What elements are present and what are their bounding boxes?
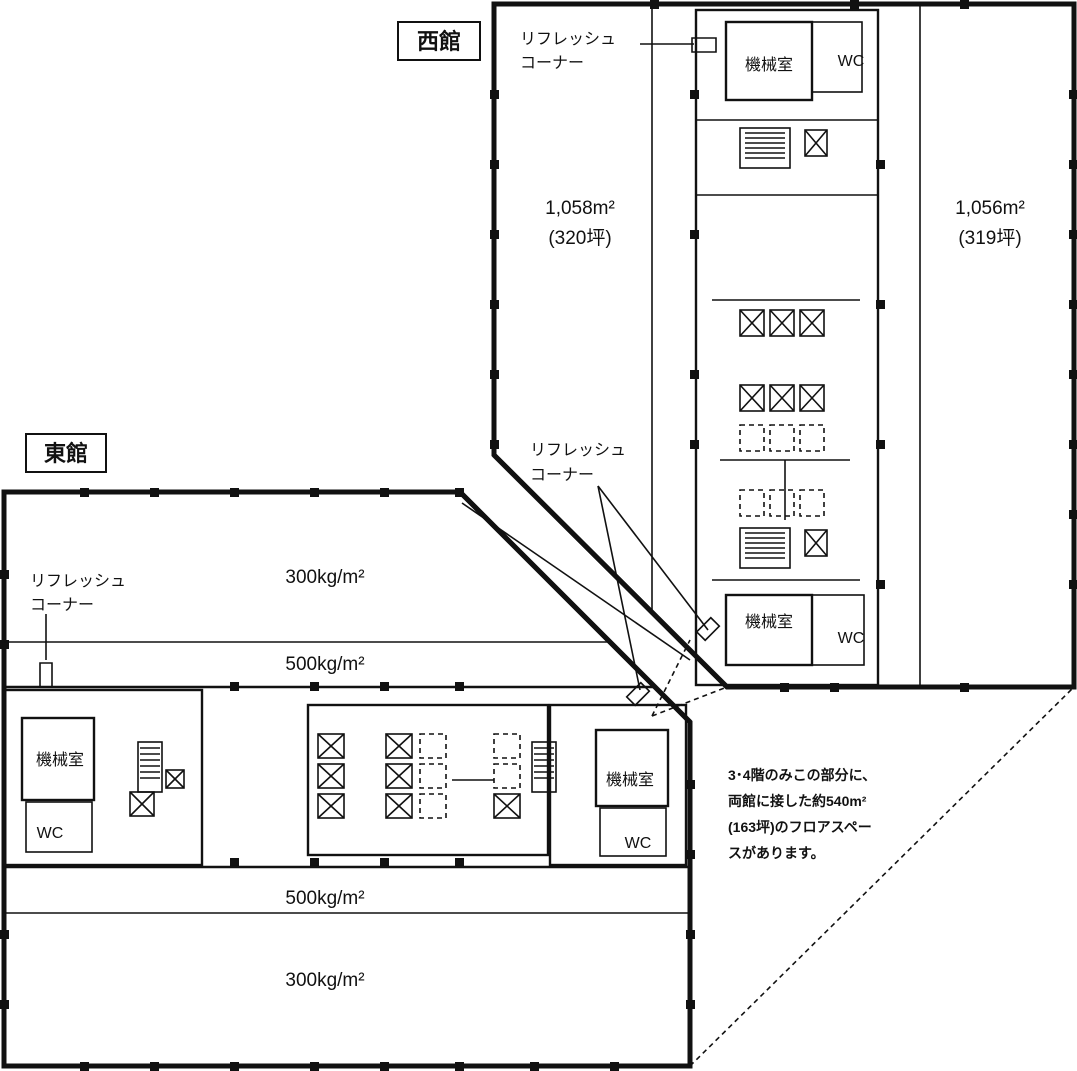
west-stairs-top — [739, 127, 791, 169]
west-machine-room-top-label: 機械室 — [745, 56, 793, 74]
east-stairs-left — [137, 741, 163, 793]
refresh-corner-middle-line2: コーナー — [530, 467, 594, 484]
west-right-area-tsubo: (319坪) — [958, 227, 1021, 249]
east-title-box — [25, 433, 107, 473]
west-right-area: 1,056m² — [955, 198, 1025, 219]
east-elevators — [129, 733, 521, 819]
west-wc-bottom-label: WC — [838, 630, 865, 647]
west-columns — [490, 0, 1077, 692]
east-wc-right-block — [599, 807, 667, 857]
east-building-title: 東館 — [44, 441, 88, 466]
east-core-right — [548, 703, 688, 867]
west-stairs-bottom — [739, 527, 791, 569]
east-machine-room-right-label: 機械室 — [606, 771, 654, 789]
west-wc-top-block — [811, 21, 863, 93]
west-core — [694, 8, 880, 687]
west-left-area: 1,058m² — [545, 198, 615, 219]
east-machine-room-right — [594, 728, 670, 808]
east-wc-left-label: WC — [37, 825, 64, 842]
east-load-bottom-inner: 500kg/m² — [285, 888, 364, 909]
east-load-top-inner: 500kg/m² — [285, 654, 364, 675]
east-core-center — [306, 703, 550, 857]
east-columns — [0, 488, 695, 1071]
east-machine-room-left — [20, 716, 96, 802]
refresh-corner-west-line1: リフレッシュ — [520, 31, 616, 48]
east-wc-right-label: WC — [625, 835, 652, 852]
west-machine-room-bottom-label: 機械室 — [745, 613, 793, 631]
east-wc-left-block — [25, 801, 93, 853]
note-line-3: (163坪)のフロアスペー — [728, 819, 872, 835]
note-line-1: 3･4階のみこの部分に、 — [728, 767, 876, 783]
west-elevators — [739, 129, 828, 557]
west-building-title: 西館 — [417, 29, 461, 54]
west-building-outline — [491, 1, 1077, 690]
east-building — [0, 488, 695, 1071]
leader-lines — [45, 43, 709, 691]
east-load-bottom-outer: 300kg/m² — [285, 970, 364, 991]
refresh-corner-east-line2: コーナー — [30, 597, 94, 614]
note-line-4: スがあります。 — [728, 845, 825, 861]
connection-zone — [458, 453, 1075, 1067]
refresh-corner-middle-line1: リフレッシュ — [530, 442, 626, 459]
east-core-left — [2, 688, 204, 867]
refresh-corner-west-line2: コーナー — [520, 55, 584, 72]
east-stairs-right — [531, 741, 557, 793]
note-line-2: 両館に接した約540m² — [728, 793, 867, 809]
west-wc-bottom-block — [811, 594, 865, 666]
west-building — [490, 0, 1077, 692]
east-machine-room-left-label: 機械室 — [36, 751, 84, 769]
west-wc-top-label: WC — [838, 53, 865, 70]
west-left-area-tsubo: (320坪) — [548, 227, 611, 249]
refresh-corner-east-line1: リフレッシュ — [30, 573, 126, 590]
west-title-box — [397, 21, 481, 61]
east-load-top-outer: 300kg/m² — [285, 567, 364, 588]
